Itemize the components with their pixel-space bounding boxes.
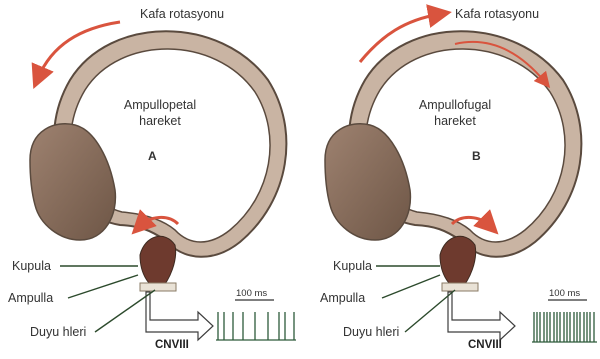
ampulla-label-a: Ampulla <box>8 292 53 305</box>
cupula-b <box>440 236 476 290</box>
spike-train-a <box>216 312 296 340</box>
nerve-arrow-a <box>146 292 213 340</box>
movement-line-2-a: hareket <box>100 114 220 130</box>
nerve-label-a: CNVIII <box>155 340 189 352</box>
label-lines-a <box>60 266 155 332</box>
panel-letter-a: A <box>148 150 157 162</box>
label-lines-b <box>376 266 455 332</box>
panel-letter-b: B <box>472 150 481 162</box>
scale-label-a: 100 ms <box>236 289 267 299</box>
movement-label-b: Ampullofugal hareket <box>395 98 515 129</box>
movement-line-1-a: Ampullopetal <box>100 98 220 114</box>
movement-line-2-b: hareket <box>395 114 515 130</box>
scale-label-b: 100 ms <box>549 289 580 299</box>
nerve-arrow-b <box>448 292 515 340</box>
movement-line-1-b: Ampullofugal <box>395 98 515 114</box>
hair-cells-label-a: Duyu hleri <box>30 326 86 339</box>
hair-cells-b <box>442 283 478 291</box>
cupula-label-b: Kupula <box>333 260 372 273</box>
head-rotation-label-a: Kafa rotasyonu <box>140 8 224 21</box>
cupula-label-a: Kupula <box>12 260 51 273</box>
ampulla-label-b: Ampulla <box>320 292 365 305</box>
hair-cells-label-b: Duyu hleri <box>343 326 399 339</box>
spike-train-b <box>532 312 597 342</box>
movement-label-a: Ampullopetal hareket <box>100 98 220 129</box>
hair-cells-a <box>140 283 176 291</box>
nerve-label-b: CNVIII <box>468 340 502 352</box>
head-rotation-label-b: Kafa rotasyonu <box>455 8 539 21</box>
cupula-a <box>140 236 176 290</box>
